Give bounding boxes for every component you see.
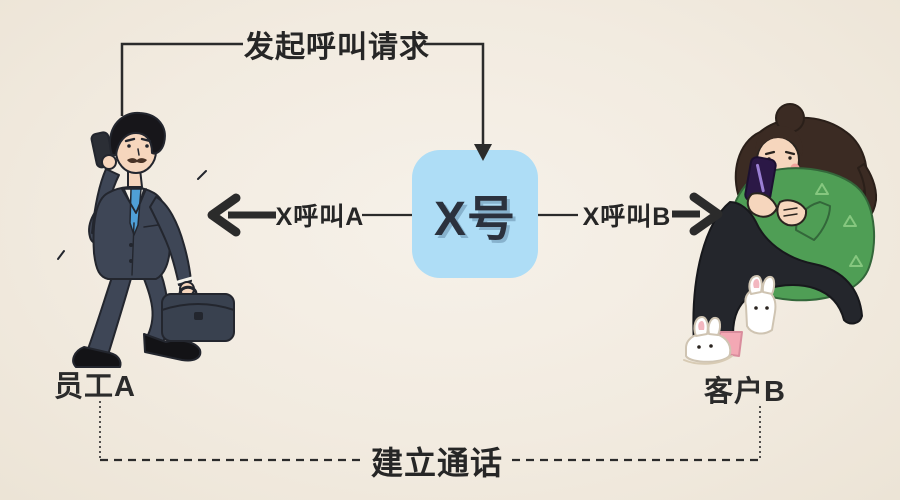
established-call-label: 建立通话	[370, 445, 504, 481]
customer-b-label: 客户B	[704, 376, 786, 408]
x-calls-a-connector	[207, 193, 412, 237]
call-request-connector	[120, 42, 492, 161]
left-arrow-icon	[207, 193, 241, 237]
customer-on-phone-illustration	[683, 103, 878, 365]
x-number-box: X号	[412, 150, 538, 278]
established-call-connector	[99, 401, 761, 462]
x-calls-b-connector	[538, 192, 723, 236]
down-arrow-icon	[474, 144, 492, 161]
x-calls-a-label: X呼叫A	[275, 203, 365, 231]
businessman-on-phone-illustration	[57, 111, 235, 368]
x-calls-b-label: X呼叫B	[582, 203, 672, 231]
call-request-label: 发起呼叫请求	[244, 31, 430, 64]
right-arrow-icon	[689, 192, 723, 236]
x-number-label: X号	[433, 193, 517, 246]
employee-a-label: 员工A	[54, 371, 136, 403]
